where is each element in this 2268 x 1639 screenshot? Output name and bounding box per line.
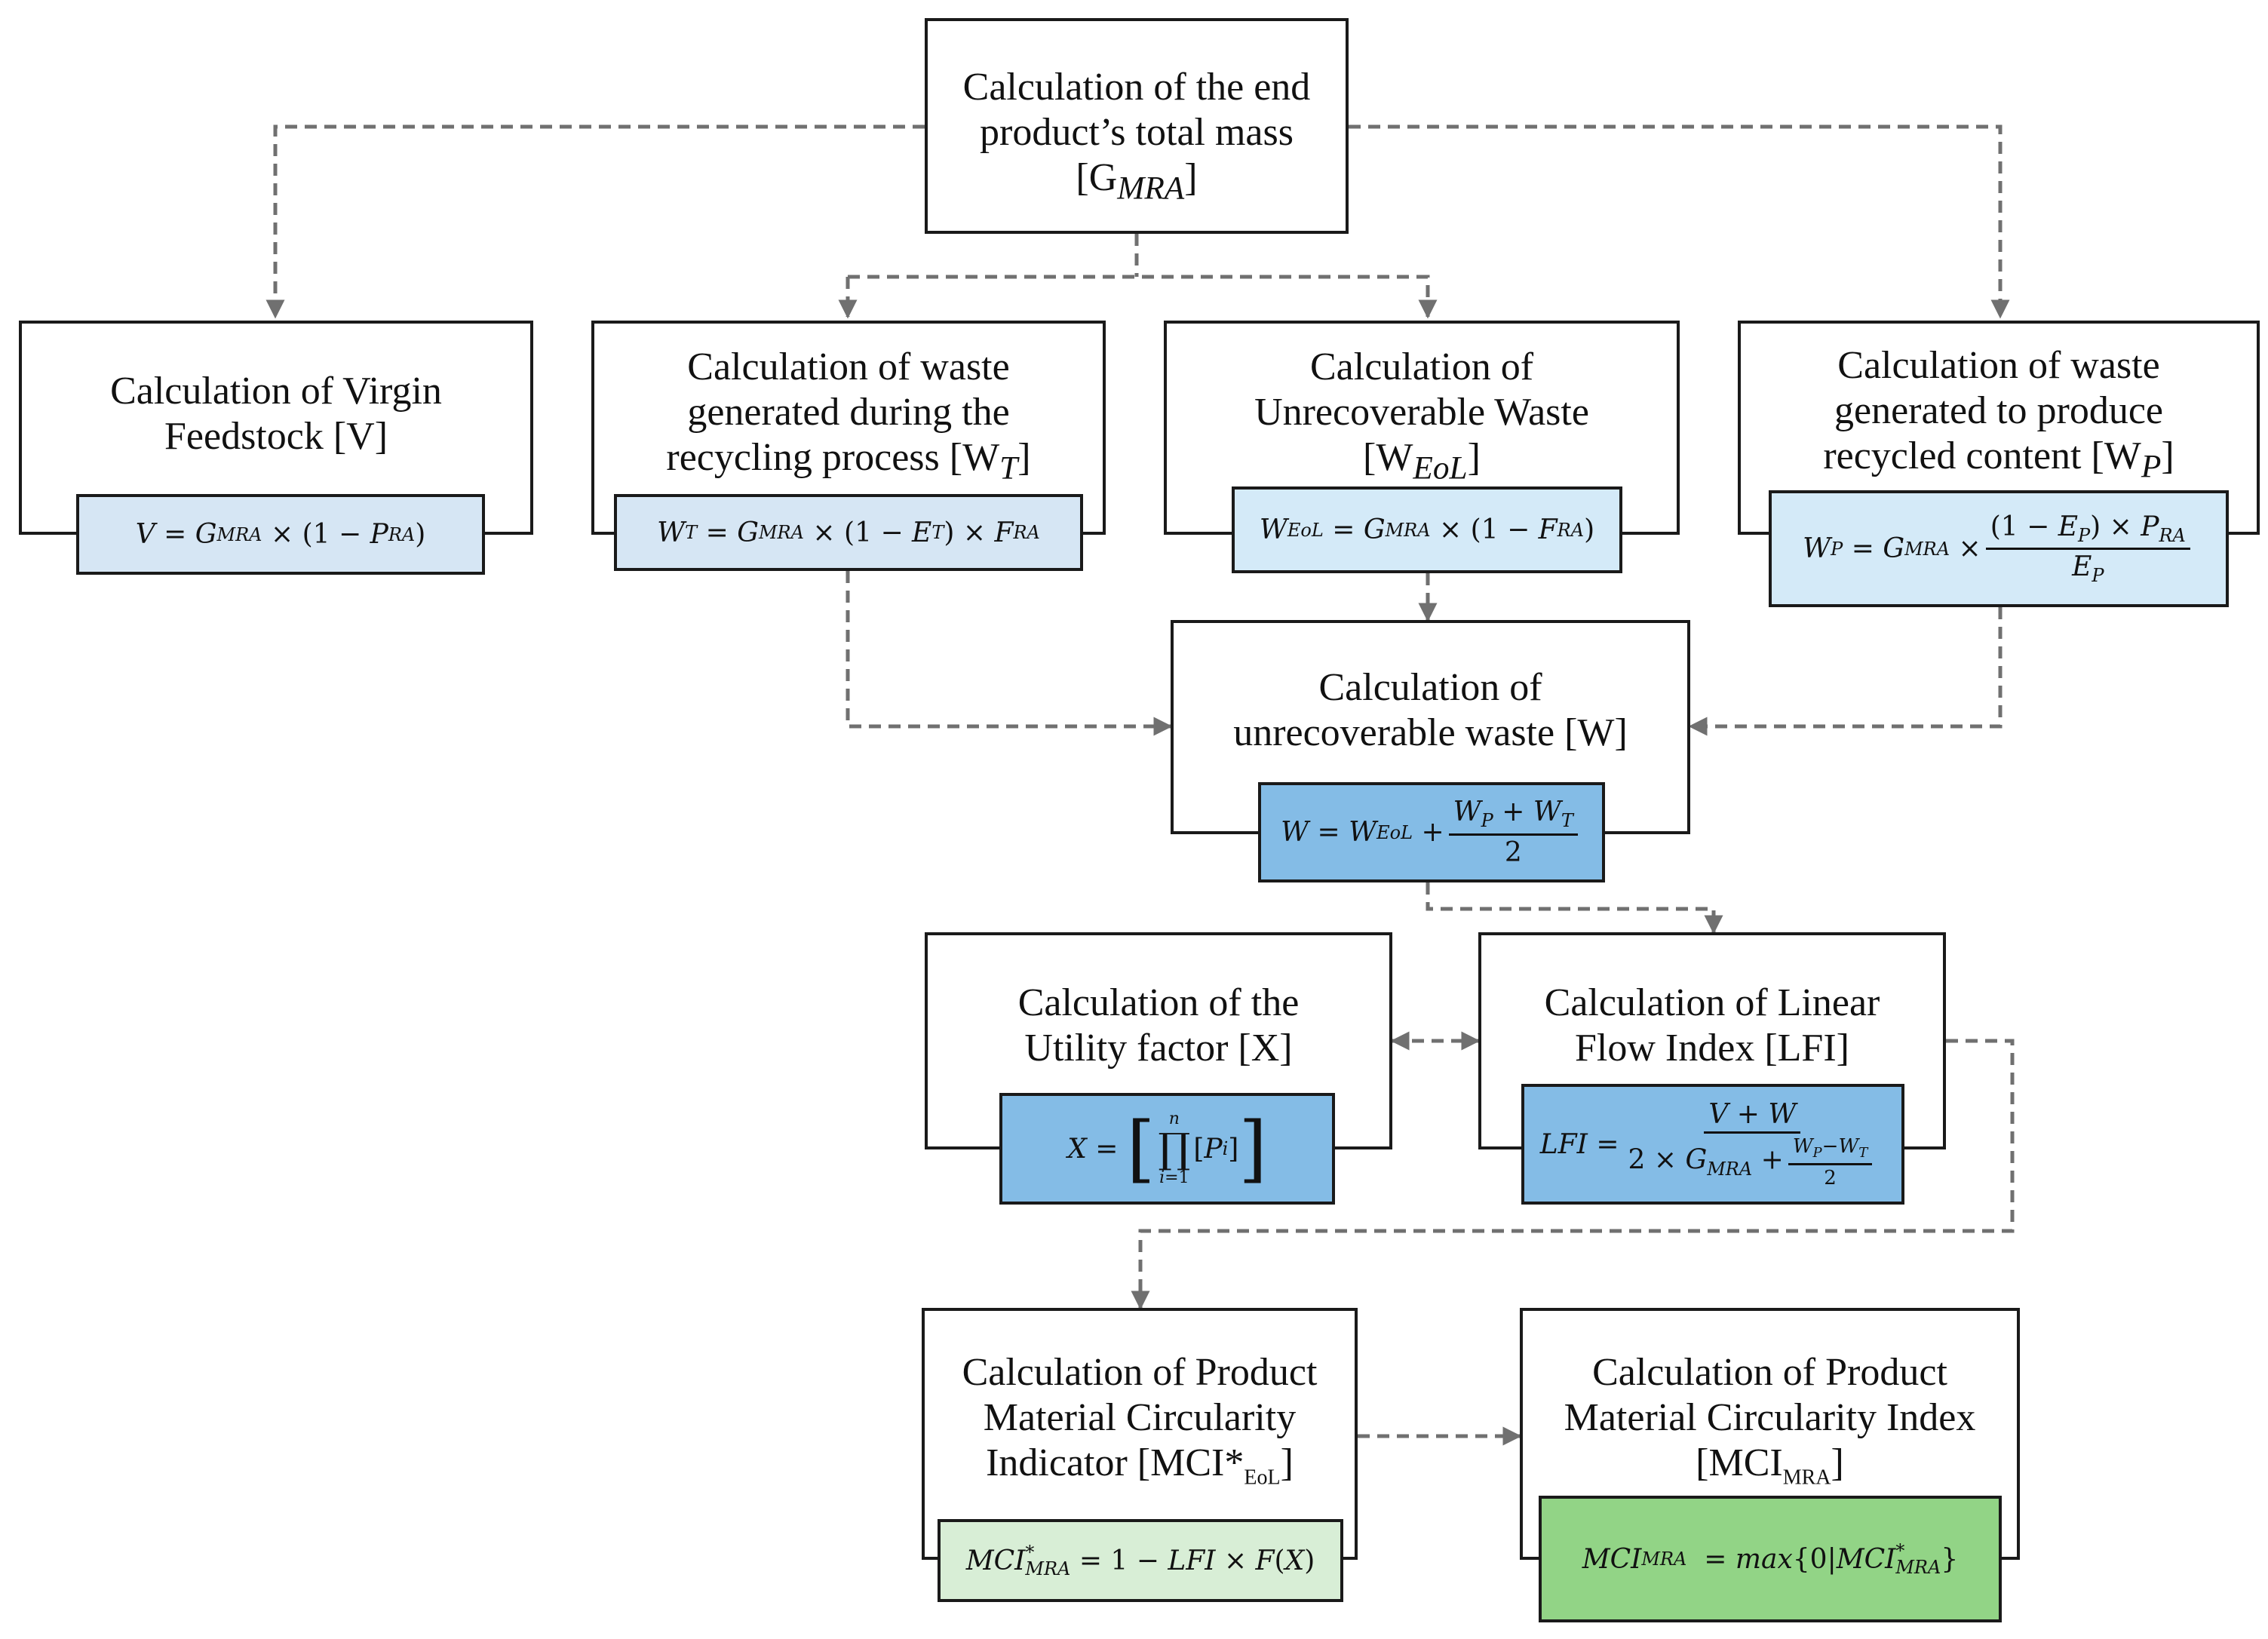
utility-factor-title: Calculation of the Utility factor [X]	[1017, 981, 1300, 1070]
arrow-waste-recycling-to-total-waste	[846, 571, 1173, 736]
arrow-split-to-eol	[848, 275, 1438, 319]
waste-recycled-content-title: Calculation of waste generated to produc…	[1823, 344, 2174, 485]
arrow-total-waste-to-lfi	[1426, 882, 1723, 935]
mci-eol-formula: MCI*MRA = 1 − LFI × F(X)	[938, 1519, 1343, 1602]
mci-mra-title: Calculation of Product Material Circular…	[1564, 1351, 1976, 1490]
unrecoverable-eol-title: Calculation of Unrecoverable Waste [WEoL…	[1254, 345, 1589, 486]
mci-eol-box: Calculation of Product Material Circular…	[922, 1308, 1358, 1560]
arrow-lfi-to-mci-eol	[1131, 1039, 2015, 1310]
linear-flow-index-title: Calculation of Linear Flow Index [LFI]	[1544, 981, 1880, 1070]
total-mass-box: Calculation of the end product’s total m…	[925, 18, 1349, 234]
arrow-total-to-recycled-content	[1349, 124, 2010, 319]
mci-eol-title: Calculation of Product Material Circular…	[962, 1351, 1318, 1490]
total-mass-title: Calculation of the end product’s total m…	[962, 66, 1311, 207]
virgin-feedstock-title: Calculation of Virgin Feedstock [V]	[110, 370, 442, 458]
arrow-total-to-virgin	[265, 124, 925, 319]
unrecoverable-waste-title: Calculation of unrecoverable waste [W]	[1233, 666, 1628, 754]
waste-recycling-title: Calculation of waste generated during th…	[666, 345, 1031, 486]
arrow-recycled-content-to-total-waste	[1688, 607, 2003, 736]
